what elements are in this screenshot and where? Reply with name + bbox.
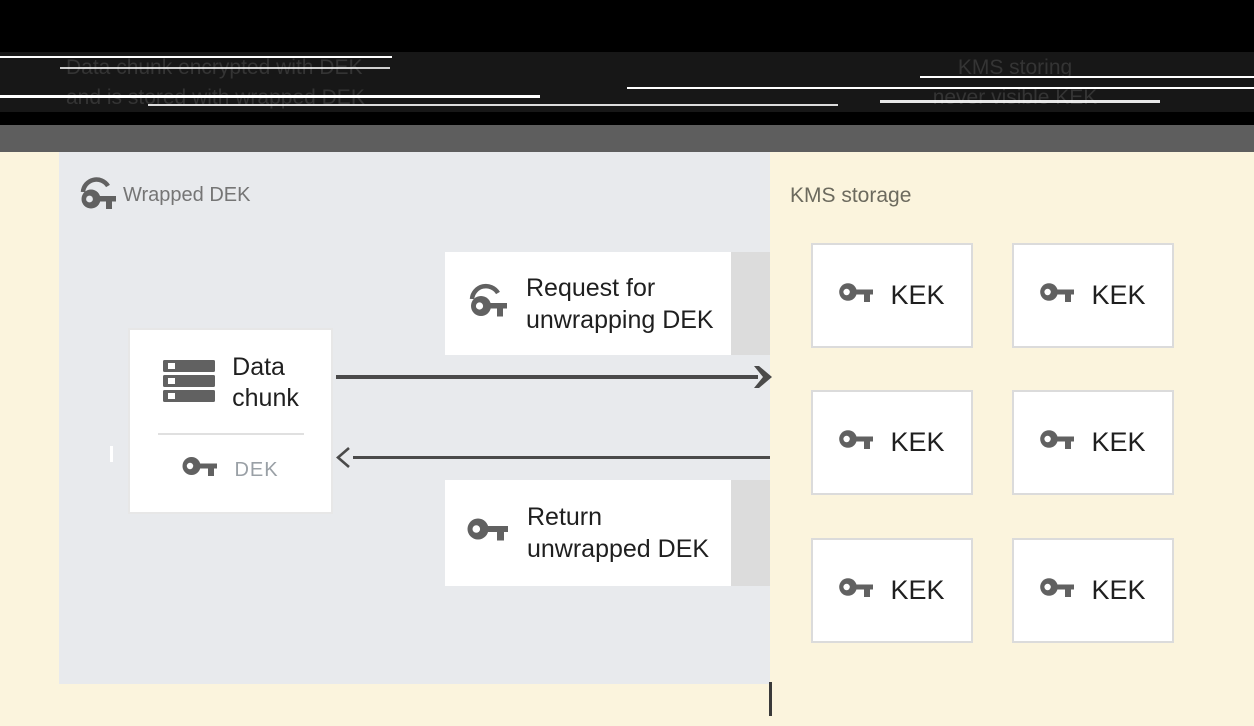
glitch-line — [0, 56, 392, 58]
glitch-line — [0, 95, 540, 98]
kek-label: KEK — [1091, 427, 1146, 457]
glitch-line — [148, 104, 838, 106]
kek-box: KEK — [811, 538, 973, 643]
return-unwrapped-label: Return unwrapped DEK — [527, 501, 709, 565]
return-arrow-line — [353, 456, 770, 459]
kek-label: KEK — [890, 427, 945, 457]
divider — [158, 433, 304, 435]
kek-box: KEK — [811, 390, 973, 495]
request-box-shadow — [731, 252, 770, 355]
return-unwrapped-box: Return unwrapped DEK — [445, 480, 731, 586]
request-arrow-line — [336, 375, 758, 379]
glitch-line — [920, 76, 1254, 78]
header-right-line1: KMS storing — [957, 56, 1073, 79]
key-icon — [467, 517, 510, 550]
kek-label: KEK — [890, 575, 945, 605]
wrapped-dek-label: Wrapped DEK — [123, 184, 251, 206]
key-icon — [839, 282, 875, 310]
data-chunk-box: Data chunk DEK — [128, 328, 333, 514]
storage-stack-icon — [162, 359, 216, 408]
glitch-artifact — [769, 682, 772, 716]
data-chunk-line1: Data — [232, 353, 285, 381]
request-line2: unwrapping DEK — [526, 305, 714, 334]
data-chunk-line2: chunk — [232, 384, 299, 412]
key-icon — [1040, 429, 1076, 457]
key-icon — [839, 577, 875, 605]
glitch-line — [60, 67, 390, 69]
key-icon — [1040, 282, 1076, 310]
return-box-shadow — [731, 480, 770, 586]
header-right-caption: KMS storing never visible KEK — [850, 53, 1180, 113]
request-line1: Request for — [526, 273, 656, 302]
wrapped-key-icon — [78, 175, 118, 218]
request-unwrap-label: Request for unwrapping DEK — [526, 272, 714, 336]
kek-label: KEK — [890, 280, 945, 310]
header-right-line2: never visible KEK — [932, 86, 1098, 109]
kms-storage-label: KMS storage — [790, 184, 912, 207]
return-arrowhead-icon — [335, 447, 355, 473]
glitch-artifact — [110, 446, 113, 462]
return-line1: Return — [527, 503, 603, 531]
dek-label: DEK — [234, 459, 279, 481]
header-gray-band — [0, 125, 1254, 152]
key-icon — [1040, 577, 1076, 605]
glitch-line — [880, 100, 1160, 103]
return-line2: unwrapped DEK — [527, 535, 710, 563]
header-left-line2: and is stored with wrapped DEK — [66, 83, 365, 113]
key-icon — [182, 456, 219, 485]
kek-box: KEK — [1012, 243, 1174, 348]
glitch-line — [627, 87, 1254, 89]
kek-label: KEK — [1091, 280, 1146, 310]
kek-label: KEK — [1091, 575, 1146, 605]
wrapped-key-icon — [467, 281, 509, 326]
request-unwrap-box: Request for unwrapping DEK — [445, 252, 731, 355]
data-chunk-label: Data chunk — [232, 352, 299, 414]
kek-box: KEK — [1012, 538, 1174, 643]
kek-box: KEK — [1012, 390, 1174, 495]
kek-box: KEK — [811, 243, 973, 348]
key-icon — [839, 429, 875, 457]
request-arrowhead-icon — [754, 366, 772, 393]
